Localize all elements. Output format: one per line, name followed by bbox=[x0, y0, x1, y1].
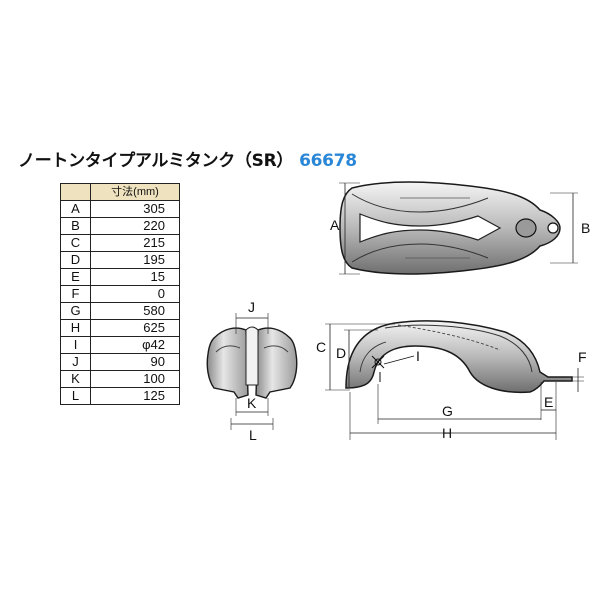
label-i: I bbox=[416, 348, 420, 364]
label-f: F bbox=[578, 349, 587, 365]
product-title: ノートンタイプアルミタンク（SR）66678 bbox=[18, 146, 357, 171]
label-j: J bbox=[248, 299, 255, 315]
table-header-dimension: 寸法(mm) bbox=[90, 183, 180, 201]
label-b: B bbox=[581, 220, 591, 236]
tank-side-view bbox=[325, 320, 584, 440]
label-g: G bbox=[442, 403, 453, 419]
tank-front-view bbox=[206, 313, 298, 430]
tank-top-view bbox=[339, 181, 578, 275]
dimension-value: 215 bbox=[90, 234, 180, 252]
table-header-row: 寸法(mm) bbox=[60, 183, 180, 201]
label-a: A bbox=[330, 217, 340, 233]
label-d: D bbox=[336, 345, 347, 361]
dimension-value: 305 bbox=[90, 200, 180, 218]
dimension-value: 125 bbox=[90, 387, 180, 405]
label-k: K bbox=[247, 395, 257, 411]
filler-cap bbox=[515, 218, 537, 238]
dimension-value: 100 bbox=[90, 370, 180, 388]
label-e: E bbox=[544, 394, 554, 410]
leader-line-i bbox=[383, 355, 415, 365]
dimension-value: 90 bbox=[90, 353, 180, 371]
product-code: 66678 bbox=[299, 151, 357, 171]
dimension-value: 195 bbox=[90, 251, 180, 269]
product-name: ノートンタイプアルミタンク（SR） bbox=[18, 151, 294, 171]
label-c: C bbox=[316, 339, 327, 355]
label-l: L bbox=[249, 427, 257, 443]
label-h: H bbox=[442, 425, 453, 441]
